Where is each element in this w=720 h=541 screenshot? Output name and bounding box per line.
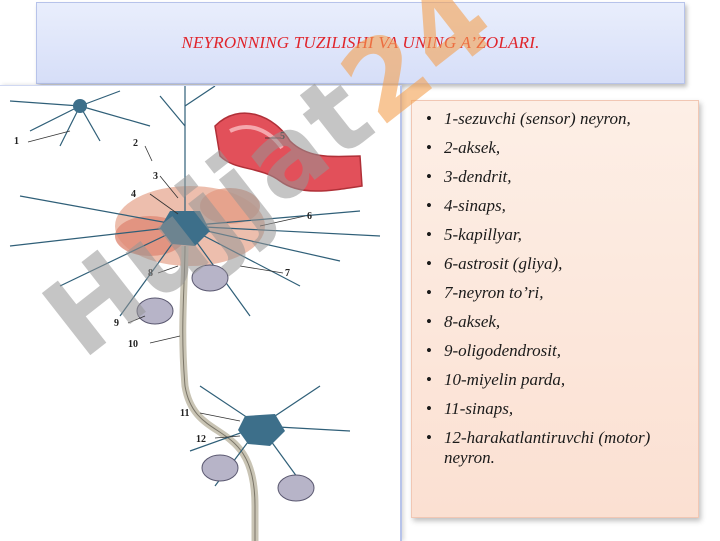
capillary-highlight (229, 125, 284, 150)
figure-label-7: 7 (285, 268, 290, 279)
oligodendrocyte (191, 264, 229, 292)
legend-item: 9-oligodendrosit, (426, 341, 692, 361)
figure-label-5: 5 (280, 131, 285, 142)
figure-label-10: 10 (128, 339, 138, 350)
neuron-diagram-svg (9, 86, 381, 541)
figure-label-1: 1 (14, 136, 19, 147)
slide-title: NEYRONNING TUZILISHI VA UNING A’ZOLARI. (181, 33, 540, 52)
figure-label-9: 9 (114, 318, 119, 329)
figure-label-11: 11 (180, 408, 190, 419)
legend-item: 1-sezuvchi (sensor) neyron, (426, 109, 692, 129)
legend-item: 11-sinaps, (426, 399, 692, 419)
legend-item: 10-miyelin parda, (426, 370, 692, 390)
legend-item: 4-sinaps, (426, 196, 692, 216)
legend-box: 1-sezuvchi (sensor) neyron, 2-aksek, 3-d… (411, 100, 699, 518)
myelinated-axon (179, 245, 259, 541)
oligodendrocyte (277, 474, 315, 502)
figure-label-4: 4 (131, 189, 136, 200)
upper-soma (160, 211, 210, 246)
legend-item: 6-astrosit (gliya), (426, 254, 692, 274)
legend-list: 1-sezuvchi (sensor) neyron, 2-aksek, 3-d… (412, 101, 698, 468)
label-leaders (27, 130, 306, 439)
figure-label-12: 12 (196, 434, 206, 445)
legend-item: 12-harakatlantiruvchi (motor) neyron. (426, 428, 692, 468)
legend-item: 3-dendrit, (426, 167, 692, 187)
capillary-shape (214, 112, 363, 192)
axon-core (182, 245, 256, 541)
motor-soma (238, 414, 285, 446)
glia-cell (200, 188, 260, 224)
legend-item: 2-aksek, (426, 138, 692, 158)
title-box: NEYRONNING TUZILISHI VA UNING A’ZOLARI. (36, 2, 685, 84)
oligodendrocyte (136, 297, 174, 325)
sensory-soma (73, 99, 87, 113)
neuron-illustration: 1 2 3 4 5 6 7 8 9 10 11 12 (0, 85, 402, 541)
oligodendrocyte (201, 454, 239, 482)
figure-label-8: 8 (148, 268, 153, 279)
legend-item: 5-kapillyar, (426, 225, 692, 245)
figure-label-2: 2 (133, 138, 138, 149)
legend-item: 7-neyron to’ri, (426, 283, 692, 303)
figure-label-6: 6 (307, 211, 312, 222)
legend-item: 8-aksek, (426, 312, 692, 332)
figure-label-3: 3 (153, 171, 158, 182)
